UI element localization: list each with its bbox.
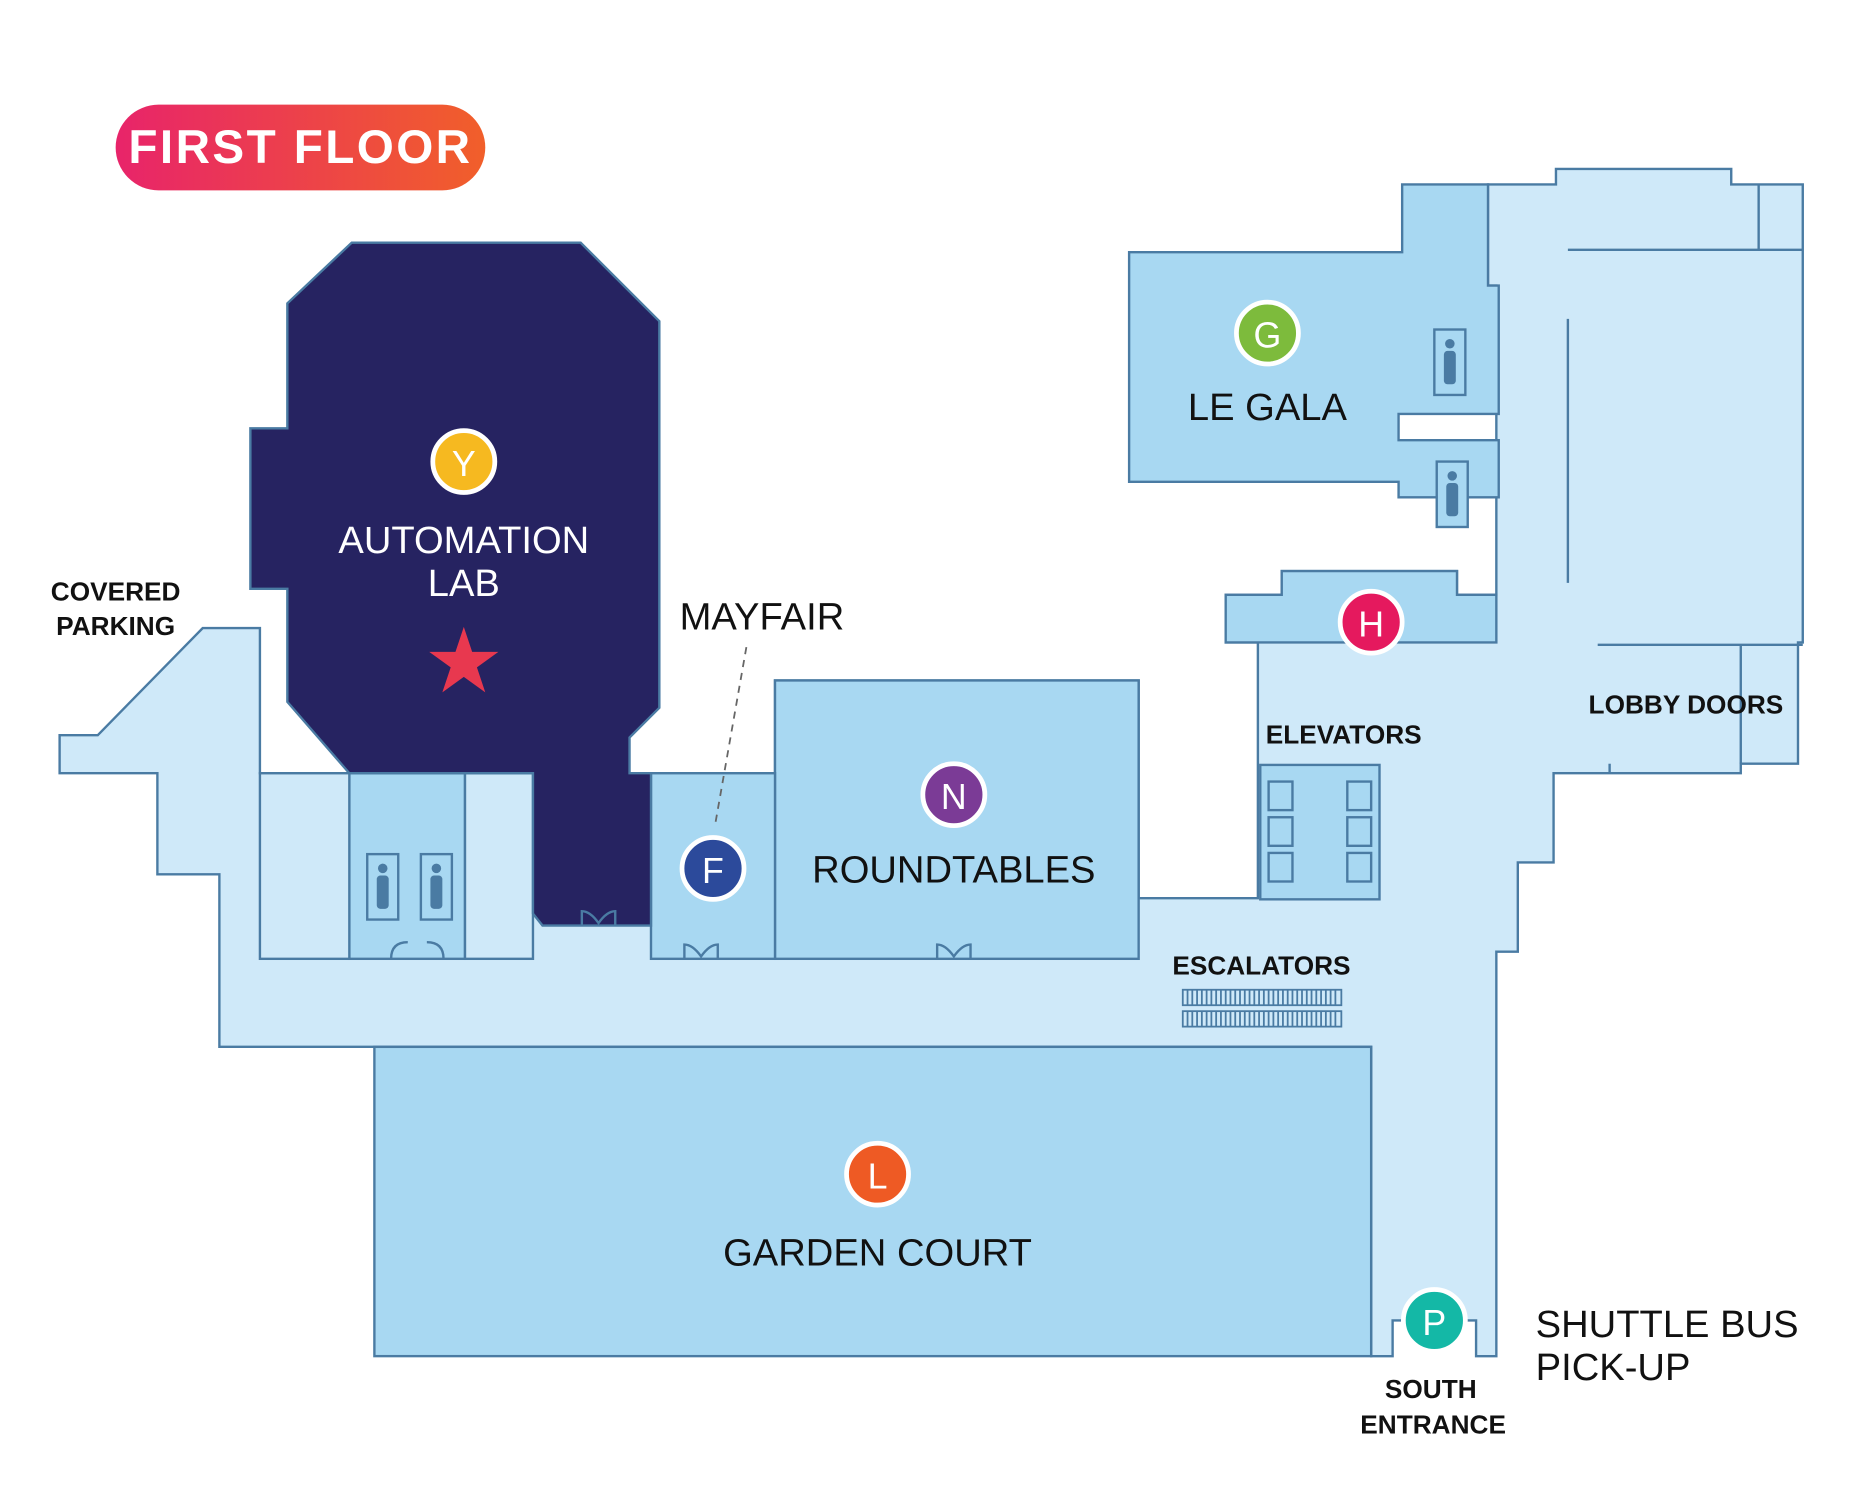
floor-title-badge: FIRST FLOOR — [115, 104, 486, 191]
lobby-walls — [1566, 184, 1803, 774]
floor-title: FIRST FLOOR — [128, 121, 472, 174]
badge-n: N — [920, 761, 988, 828]
south-entrance-label: SOUTH — [1385, 1374, 1477, 1404]
le-gala-label: LE GALA — [1188, 387, 1348, 429]
badge-circle — [1337, 588, 1405, 656]
doors — [389, 910, 972, 959]
escalators-label: ESCALATORS — [1172, 950, 1350, 980]
escalators — [1181, 988, 1343, 1028]
le-gala-room[interactable] — [1127, 183, 1500, 499]
covered-parking-label-2: PARKING — [56, 611, 175, 641]
shuttle-bus-label: SHUTTLE BUS — [1536, 1304, 1799, 1346]
badge-letter: F — [702, 851, 724, 891]
automation-lab-room[interactable] — [249, 241, 661, 927]
side-room — [463, 772, 535, 961]
south-entrance-label-2: ENTRANCE — [1360, 1409, 1506, 1439]
shuttle-bus-label-2: PICK-UP — [1536, 1347, 1691, 1389]
badge-circle — [430, 428, 498, 495]
roundtables-label: ROUNDTABLES — [812, 850, 1095, 892]
elevators — [1259, 763, 1381, 901]
badge-circle — [844, 1140, 911, 1208]
badge-l: L — [844, 1140, 911, 1208]
badge-f: F — [679, 835, 747, 902]
badge-y: Y — [430, 428, 498, 495]
badge-circle — [1234, 299, 1301, 367]
star-icon — [429, 626, 499, 693]
badge-h: H — [1337, 588, 1405, 656]
covered-parking-label: COVERED — [51, 577, 181, 607]
elevators-label: ELEVATORS — [1266, 720, 1422, 750]
badge-circle — [920, 761, 988, 828]
mayfair-label: MAYFAIR — [680, 596, 845, 638]
person-icon — [376, 339, 1459, 909]
badge-letter: H — [1358, 605, 1384, 645]
badge-letter: Y — [452, 444, 476, 484]
badge-p: P — [1400, 1287, 1468, 1354]
badge-g: G — [1234, 299, 1301, 367]
lobby-doors-label: LOBBY DOORS — [1589, 690, 1784, 720]
side-room-left — [258, 772, 351, 961]
badge-letter: P — [1422, 1303, 1446, 1343]
badge-circle — [679, 835, 747, 902]
badge-letter: G — [1254, 315, 1282, 355]
badge-letter: L — [868, 1157, 888, 1197]
badge-circle — [1400, 1287, 1468, 1354]
garden-court-label: GARDEN COURT — [723, 1233, 1032, 1275]
automation-lab-label: AUTOMATION — [338, 520, 589, 562]
badge-letter: N — [941, 777, 967, 817]
mayfair-pointer — [714, 646, 748, 824]
automation-lab-label-2: LAB — [428, 563, 500, 605]
